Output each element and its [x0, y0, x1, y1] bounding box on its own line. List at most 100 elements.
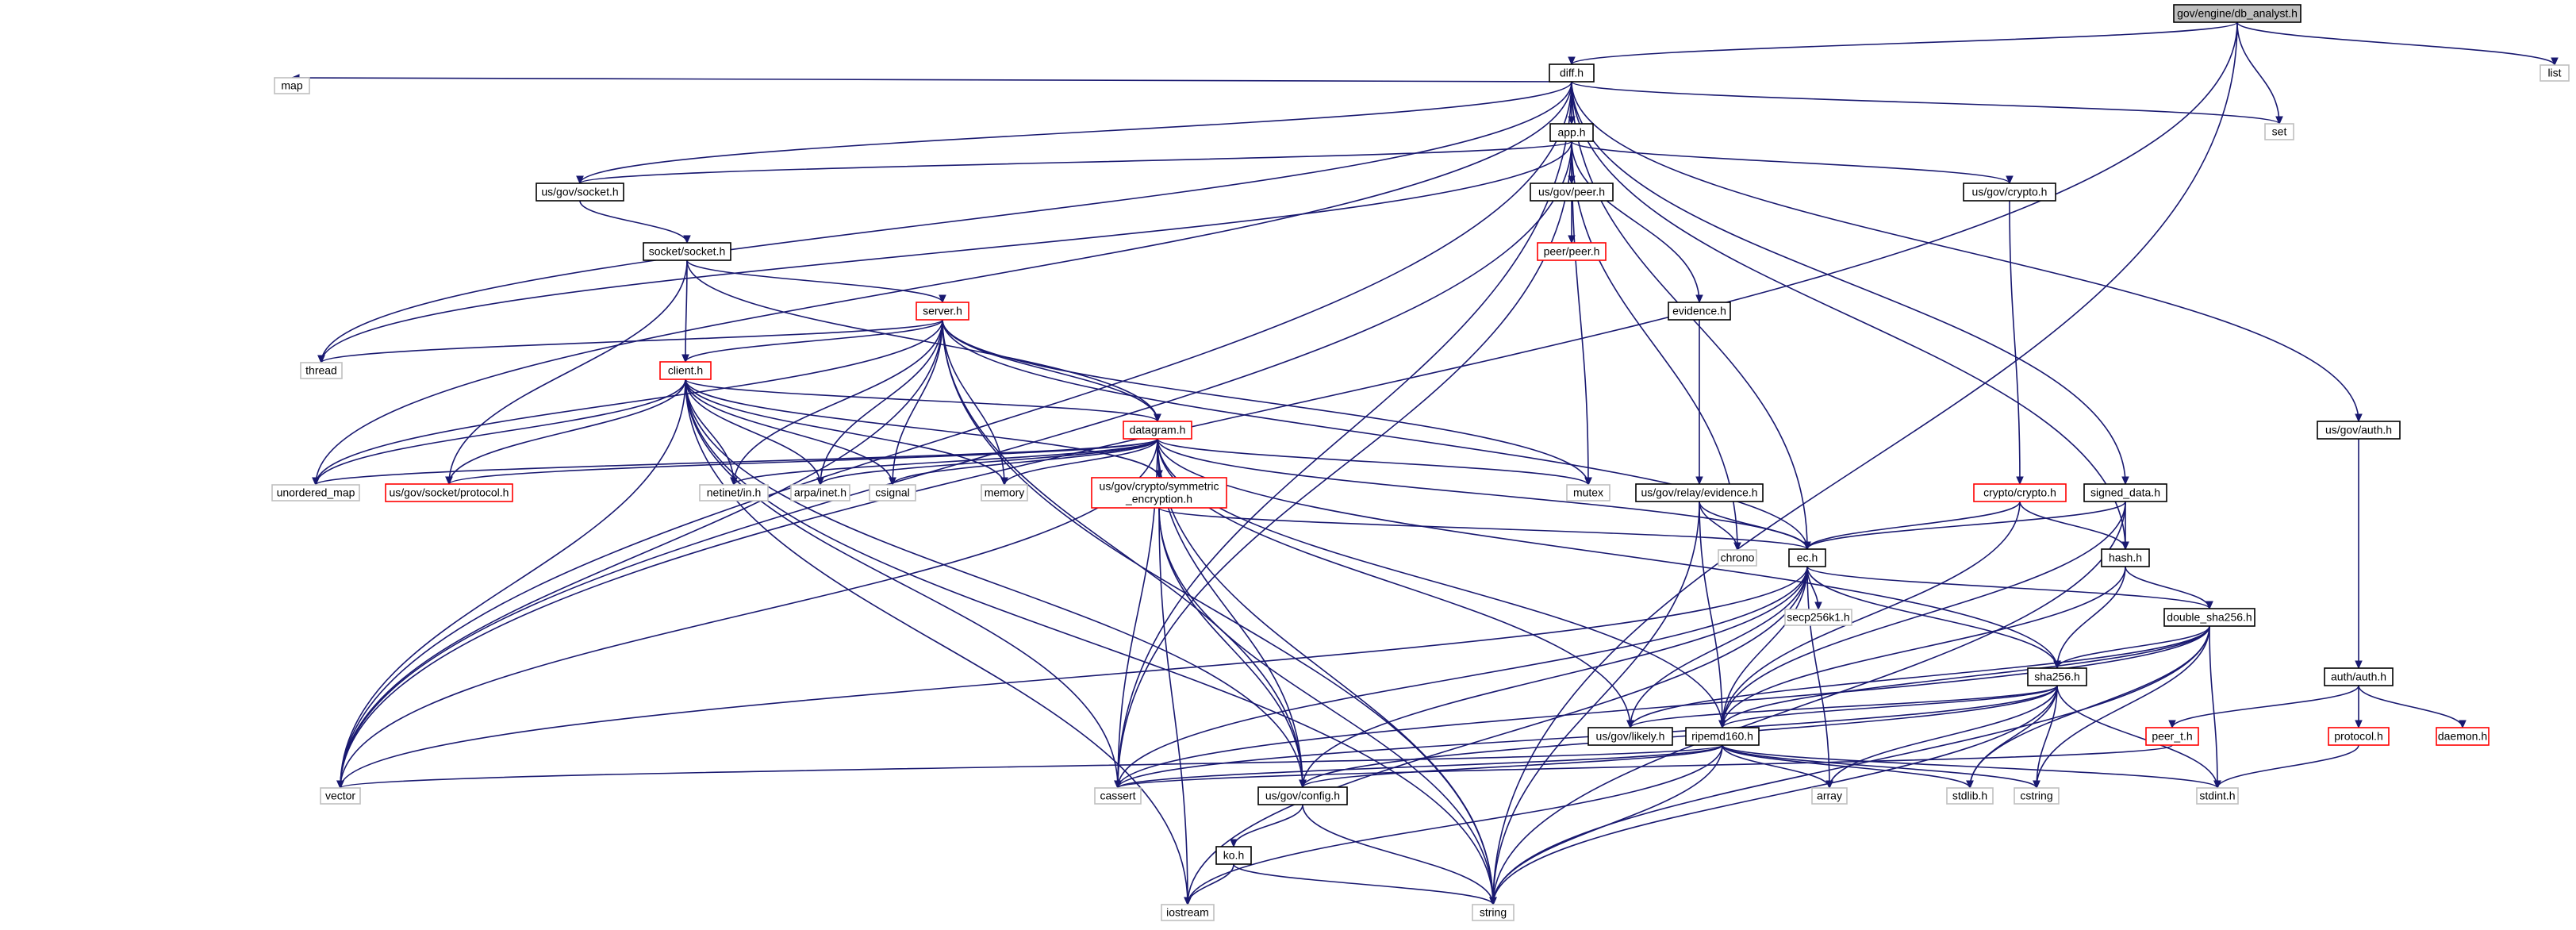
node-box-secp — [1784, 609, 1852, 626]
node-crypto-crypto[interactable]: crypto/crypto.h — [1973, 483, 2067, 502]
node-box-cstring — [2014, 787, 2060, 805]
edge-client-to-sym_enc — [685, 379, 1160, 478]
arrowhead-app-to-usgov_socket — [576, 175, 584, 185]
edge-double_sha-to-ripemd — [1722, 625, 2210, 728]
node-ko[interactable]: ko.h — [1215, 846, 1252, 865]
node-box-string — [1472, 904, 1515, 921]
node-label-map: map — [281, 79, 302, 92]
node-app[interactable]: app.h — [1549, 123, 1594, 142]
node-usgov-config[interactable]: us/gov/config.h — [1257, 786, 1348, 805]
edge-db_analyst-to-string — [1492, 21, 2238, 905]
node-server[interactable]: server.h — [916, 302, 969, 321]
arrowhead-ripemd-to-stdint — [2213, 780, 2221, 790]
node-protocol[interactable]: protocol.h — [2328, 727, 2390, 746]
node-label-chrono: chrono — [1721, 551, 1755, 564]
node-ec[interactable]: ec.h — [1788, 548, 1826, 567]
edge-app-to-thread — [321, 140, 1572, 363]
node-peer-peer[interactable]: peer/peer.h — [1537, 242, 1607, 261]
edge-ec-to-likely — [1630, 566, 1808, 728]
node-box-chrono — [1718, 549, 1757, 567]
edge-sha256-to-cstring — [2036, 685, 2058, 789]
node-usgov-crypto[interactable]: us/gov/crypto.h — [1963, 183, 2056, 202]
edge-crypto_crypto-to-ripemd — [1722, 501, 2021, 728]
node-label-daemon: daemon.h — [2438, 730, 2487, 743]
node-likely[interactable]: us/gov/likely.h — [1587, 727, 1673, 746]
node-client[interactable]: client.h — [659, 361, 712, 380]
edge-peer_t-to-cassert — [1117, 744, 2173, 789]
node-box-ec — [1788, 548, 1826, 567]
node-usgov-socket-protocol[interactable]: us/gov/socket/protocol.h — [385, 483, 513, 502]
node-sym-enc[interactable]: us/gov/crypto/symmetric_encryption.h — [1091, 477, 1227, 509]
node-label-double-sha: double_sha256.h — [2167, 611, 2252, 624]
edge-ec-to-double_sha — [1806, 566, 2210, 609]
edge-client-to-vector — [340, 379, 686, 789]
node-box-arpa — [790, 484, 850, 502]
edges-layer — [290, 21, 2559, 906]
node-evidence[interactable]: evidence.h — [1668, 302, 1731, 321]
node-label-cstring: cstring — [2020, 790, 2052, 802]
edge-client-to-usgov_socket_protocol — [448, 379, 686, 485]
edge-db_analyst-to-set — [2236, 21, 2280, 125]
node-usgov-auth[interactable]: us/gov/auth.h — [2317, 421, 2401, 440]
node-datagram[interactable]: datagram.h — [1123, 421, 1192, 440]
node-label-diff: diff.h — [1560, 67, 1584, 79]
edge-sha256-to-string — [1492, 685, 2058, 905]
node-label-socket-socket: socket/socket.h — [649, 245, 726, 258]
node-auth-auth[interactable]: auth/auth.h — [2324, 667, 2394, 686]
edge-ripemd-to-iostream — [1187, 744, 1723, 905]
edge-sha256-to-cassert — [1117, 685, 2058, 789]
node-label-netinet: netinet/in.h — [707, 486, 762, 499]
node-label-stdint: stdint.h — [2199, 790, 2235, 802]
edge-db_analyst-to-list — [2236, 21, 2555, 66]
node-sha256[interactable]: sha256.h — [2027, 667, 2087, 686]
edge-server-to-datagram — [942, 319, 1158, 422]
node-label-server: server.h — [923, 305, 962, 317]
node-diff[interactable]: diff.h — [1549, 63, 1595, 83]
arrowhead-usgov_auth-to-auth_auth — [2355, 660, 2363, 670]
node-stdint: stdint.h — [2196, 787, 2239, 805]
edge-datagram-to-sha256 — [1157, 438, 2058, 669]
node-ripemd[interactable]: ripemd160.h — [1685, 727, 1760, 746]
node-label-usgov-auth: us/gov/auth.h — [2325, 424, 2392, 436]
edge-ripemd-to-stdlib — [1722, 744, 1971, 789]
edge-app-to-chrono — [1571, 140, 1738, 551]
node-label-ripemd: ripemd160.h — [1691, 730, 1753, 743]
edge-ripemd-to-cstring — [1722, 744, 2037, 789]
node-signed-data[interactable]: signed_data.h — [2083, 483, 2167, 502]
node-db-analyst[interactable]: gov/engine/db_analyst.h — [2173, 4, 2302, 23]
node-box-app — [1549, 123, 1594, 142]
node-box-cassert — [1094, 787, 1142, 805]
node-box-thread — [300, 362, 343, 379]
node-label-memory: memory — [985, 486, 1025, 499]
node-socket-socket[interactable]: socket/socket.h — [643, 242, 731, 261]
arrowhead-ripemd-to-array — [1825, 780, 1833, 790]
node-box-memory — [981, 484, 1028, 502]
nodes-layer: gov/engine/db_analyst.hlistdiff.hmapseta… — [271, 4, 2570, 921]
edge-sha256-to-stdlib — [1969, 685, 2058, 789]
node-double-sha[interactable]: double_sha256.h — [2163, 608, 2255, 627]
node-box-iostream — [1161, 904, 1215, 921]
edge-ripemd-to-stdint — [1722, 744, 2218, 789]
node-usgov-peer[interactable]: us/gov/peer.h — [1530, 183, 1614, 202]
arrowhead-usgov_config-to-ko — [1230, 839, 1238, 848]
node-box-double-sha — [2163, 608, 2255, 627]
edge-server-to-unordered_map — [315, 319, 943, 486]
edge-client-to-datagram — [685, 379, 1158, 422]
node-peer-t[interactable]: peer_t.h — [2145, 727, 2199, 746]
arrowhead-datagram-to-netinet — [730, 477, 738, 486]
node-label-usgov-peer: us/gov/peer.h — [1538, 186, 1605, 198]
edge-client-to-csignal — [685, 379, 893, 486]
node-box-usgov-crypto — [1963, 183, 2056, 202]
node-box-diff — [1549, 63, 1595, 83]
node-label-protocol: protocol.h — [2334, 730, 2382, 743]
node-relay-evidence[interactable]: us/gov/relay/evidence.h — [1635, 483, 1764, 502]
node-list: list — [2540, 64, 2570, 82]
arrowhead-datagram-to-usgov_socket_protocol — [445, 476, 453, 486]
arrowhead-ripemd-to-stdlib — [1966, 780, 1974, 790]
node-daemon[interactable]: daemon.h — [2436, 727, 2490, 746]
node-hash[interactable]: hash.h — [2101, 548, 2150, 567]
node-label-evidence: evidence.h — [1672, 305, 1726, 317]
node-usgov-socket[interactable]: us/gov/socket.h — [536, 183, 624, 202]
edge-usgov_config-to-string — [1302, 804, 1494, 905]
